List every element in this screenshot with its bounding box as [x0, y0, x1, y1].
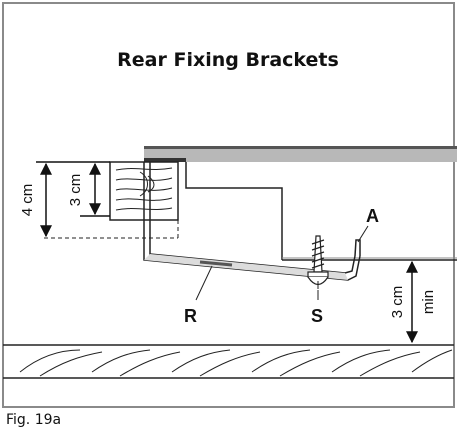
appliance-body-outline	[185, 162, 457, 261]
label-s: S	[311, 306, 323, 326]
leader-r	[195, 265, 213, 301]
label-min: min	[420, 290, 437, 314]
figure-title: Rear Fixing Brackets	[117, 49, 339, 71]
batten-dashed-outline	[44, 220, 179, 239]
label-a: A	[366, 206, 379, 226]
worktop-surface	[144, 146, 457, 162]
leader-a	[357, 225, 369, 243]
label-4cm: 4 cm	[19, 184, 36, 217]
base-panel	[3, 344, 454, 379]
dimension-3cm-top	[80, 162, 110, 217]
dimension-4cm	[36, 161, 110, 238]
figure-frame	[2, 2, 455, 408]
bracket-r	[143, 162, 361, 281]
label-3cm-bottom: 3 cm	[389, 286, 406, 319]
screw-s	[307, 235, 329, 289]
hook-a	[354, 239, 361, 257]
label-r: R	[184, 306, 197, 326]
figure-caption: Fig. 19a	[6, 412, 61, 428]
label-3cm-top: 3 cm	[67, 174, 84, 207]
